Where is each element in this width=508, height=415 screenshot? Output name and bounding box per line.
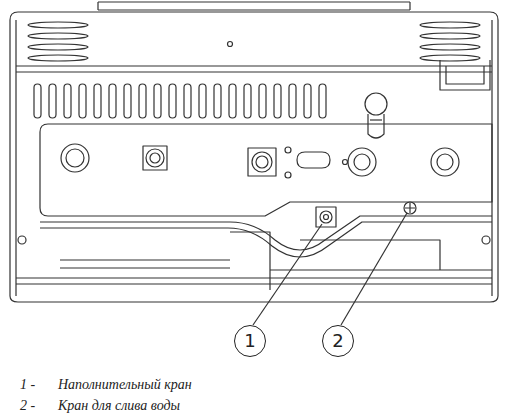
bracket [440, 60, 490, 90]
slot [297, 152, 330, 168]
legend-text: Кран для слива воды [58, 399, 180, 413]
legend-text: Наполнительный кран [58, 378, 192, 392]
screw [482, 236, 490, 244]
legend-number: 1 - [20, 378, 35, 392]
legend-number: 2 - [20, 399, 35, 413]
bottom-rail [16, 278, 492, 284]
screw [18, 236, 26, 244]
leader-line [253, 224, 322, 325]
callout-number: 1 [244, 332, 255, 350]
mounting-plate [40, 124, 492, 216]
fitting [343, 148, 377, 176]
callout-circle: 1 [234, 325, 266, 357]
callout-number: 2 [332, 332, 343, 350]
louvre-slots [28, 22, 480, 118]
valve [365, 93, 387, 138]
valve-block [230, 232, 492, 290]
fitting [248, 147, 291, 178]
drain-tap [404, 202, 416, 214]
burner-edge [60, 260, 230, 268]
housing-inner [16, 20, 492, 296]
fitting [431, 148, 459, 176]
fitting [143, 146, 167, 170]
callout-circle: 2 [322, 325, 354, 357]
screw [228, 42, 233, 47]
bracket-curve [40, 216, 492, 250]
leader-line [341, 213, 407, 325]
top-plate [98, 2, 410, 10]
fill-tap [316, 207, 336, 227]
housing [10, 12, 498, 302]
fitting [61, 144, 89, 172]
